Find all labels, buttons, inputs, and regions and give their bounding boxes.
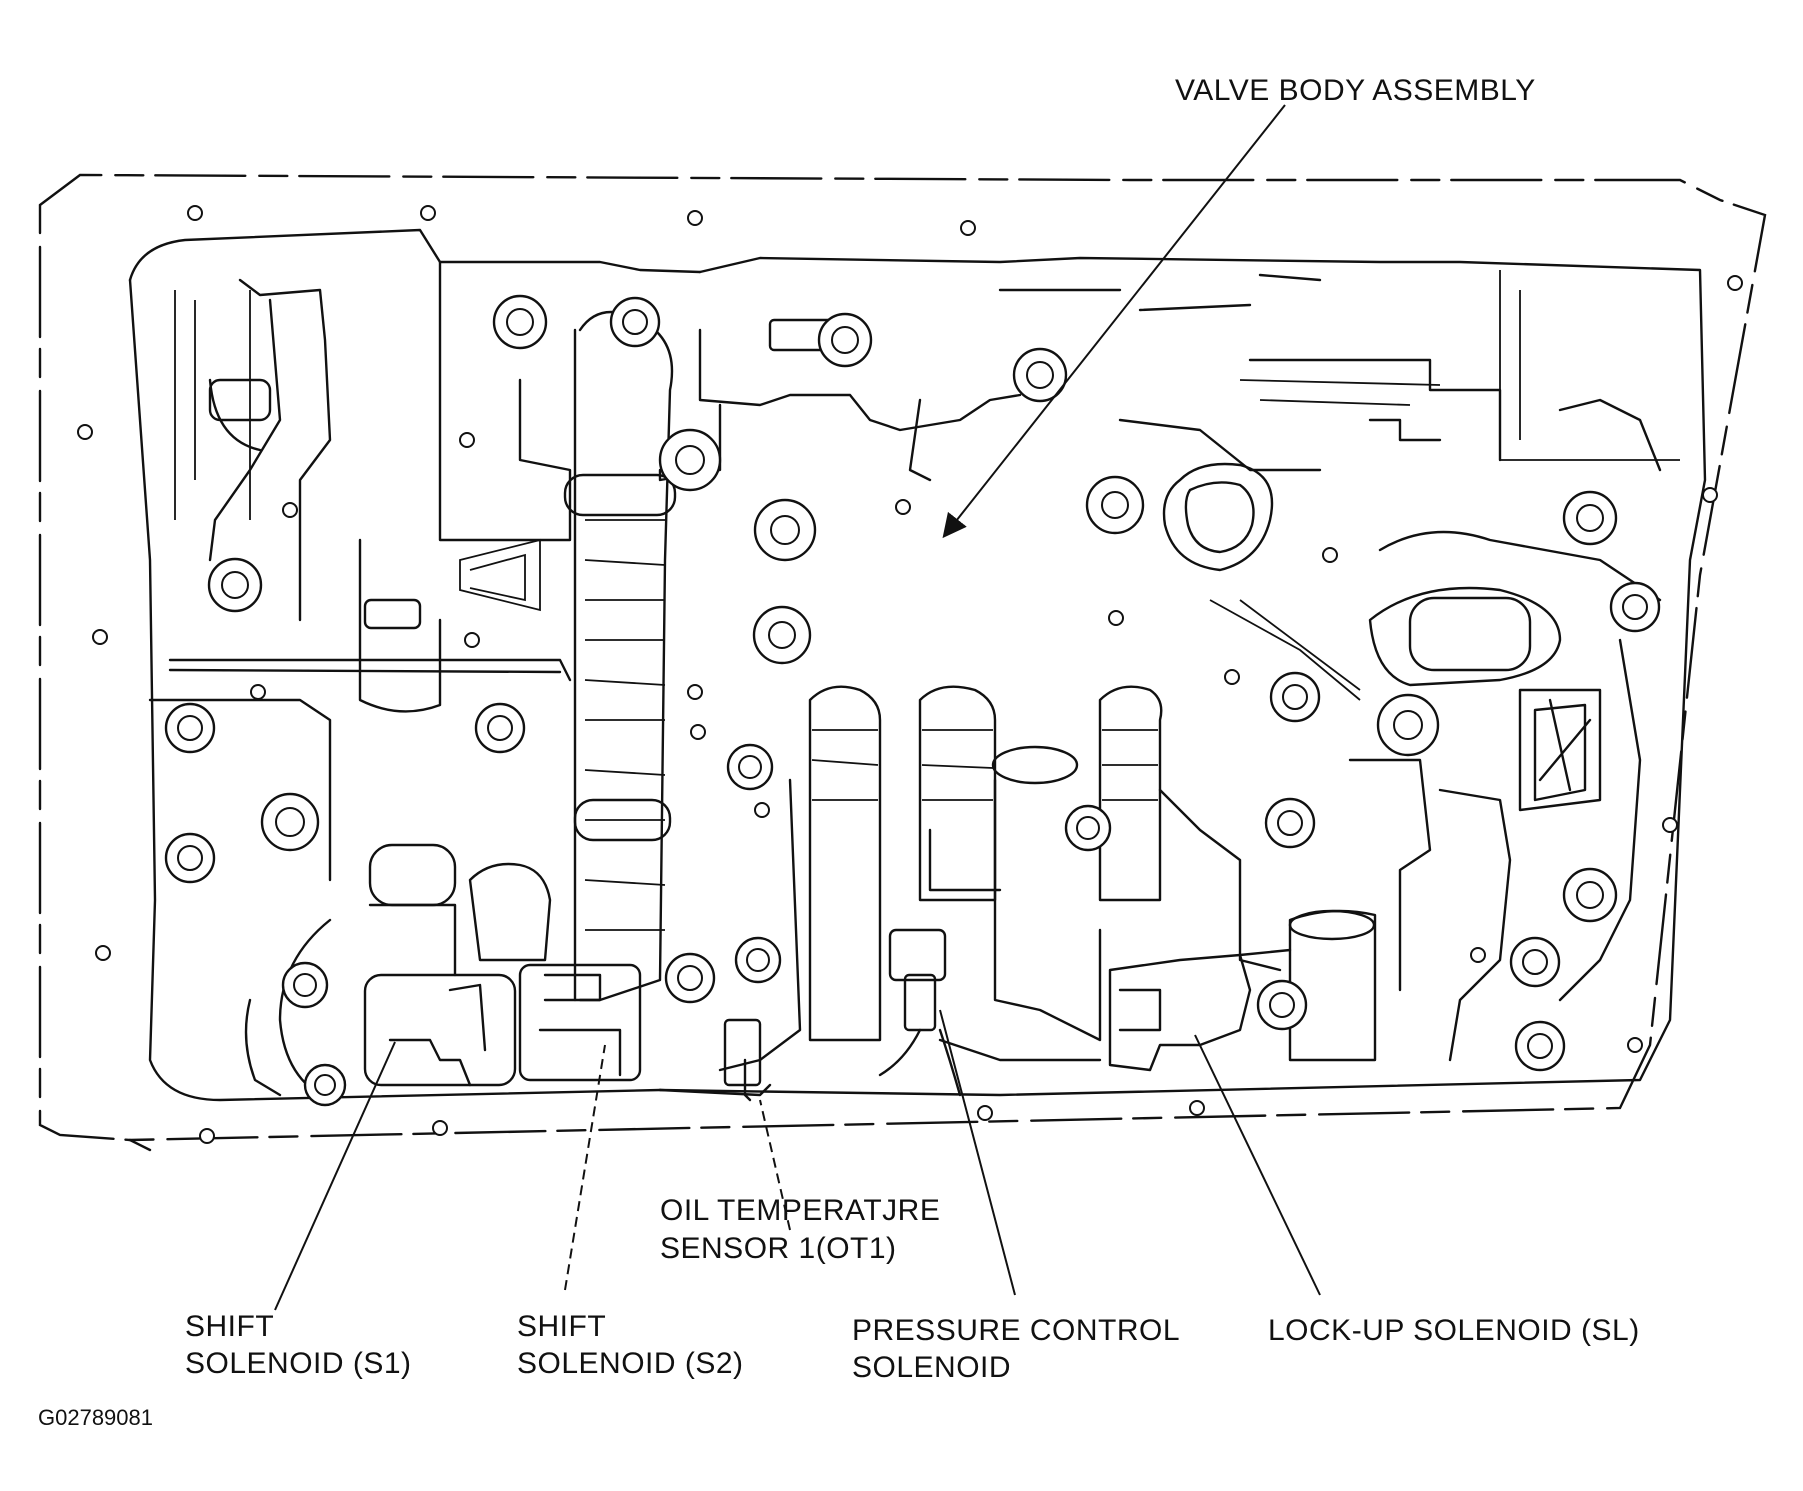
oil-temperature-sensor-label-line1: OIL TEMPERATJRE — [660, 1194, 940, 1227]
pressure-control-solenoid-label-line1: PRESSURE CONTROL — [852, 1314, 1180, 1347]
leader-lines — [274, 104, 1321, 1311]
central-valve-spools — [563, 310, 677, 1002]
shift-solenoid-s2-leader — [564, 1044, 606, 1291]
shift-solenoid-s2-label-line1: SHIFT — [517, 1310, 606, 1343]
shift-solenoid-s2-label-line2: SOLENOID (S2) — [517, 1347, 744, 1380]
pressure-control-solenoid-leader — [939, 1009, 1016, 1296]
shift-solenoid-s1-label-line2: SOLENOID (S1) — [185, 1347, 412, 1380]
lock-up-solenoid-body — [1108, 909, 1377, 1072]
right-channels — [1162, 398, 1662, 1062]
shift-solenoid-s1-leader — [274, 1041, 396, 1311]
upper-bracket — [658, 273, 1502, 482]
valve-body-assembly-label: VALVE BODY ASSEMBLY — [1175, 74, 1536, 107]
figure-code: G02789081 — [38, 1405, 153, 1430]
valve-body-leader — [942, 104, 1286, 539]
shift-solenoid-s1-label-line1: SHIFT — [185, 1310, 274, 1343]
middle-spool-valves — [718, 685, 1282, 1072]
valve-body-plate — [128, 228, 1707, 1102]
pressure-control-solenoid-body — [878, 928, 962, 1097]
left-channels — [148, 260, 572, 882]
case-holes — [77, 205, 1743, 1144]
lock-up-solenoid-leader — [1194, 1034, 1321, 1296]
oil-temperature-sensor-label-line2: SENSOR 1(OT1) — [660, 1232, 897, 1265]
oil-temperature-sensor-body — [658, 1018, 772, 1102]
mounting-bolts — [164, 294, 1661, 1107]
shift-solenoid-s2-body — [468, 862, 642, 1082]
transmission-case-outline — [38, 173, 1767, 1152]
pressure-control-solenoid-label-line2: SOLENOID — [852, 1351, 1011, 1384]
oil-temperature-sensor-leader — [759, 1099, 791, 1231]
lock-up-solenoid-label: LOCK-UP SOLENOID (SL) — [1268, 1314, 1640, 1347]
